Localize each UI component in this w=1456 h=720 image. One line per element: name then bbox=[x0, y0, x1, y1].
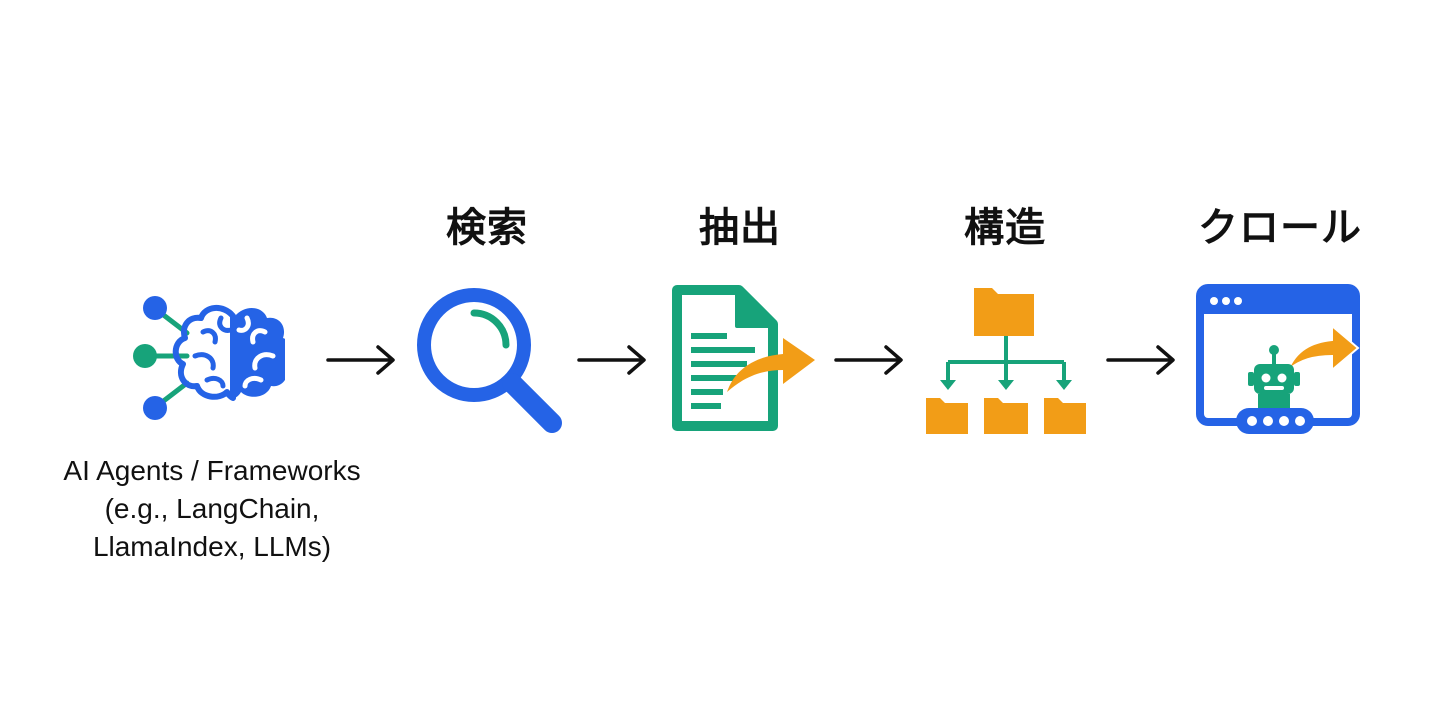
flow-arrow bbox=[326, 345, 395, 375]
source-caption-line: LlamaIndex, LLMs) bbox=[92, 531, 332, 562]
step-label-search: 検索 bbox=[446, 205, 528, 251]
flow-arrow bbox=[834, 345, 903, 375]
flow-arrow bbox=[577, 345, 646, 375]
step-label-structure: 構造 bbox=[964, 205, 1046, 251]
source-caption-line: (e.g., LangChain, bbox=[104, 493, 320, 524]
source-caption: AI Agents / Frameworks (e.g., LangChain,… bbox=[20, 452, 404, 566]
step-label-extract: 抽出 bbox=[699, 205, 781, 251]
browser-robot-icon bbox=[1196, 284, 1360, 434]
brain-network-icon bbox=[133, 296, 285, 420]
source-caption-line: AI Agents / Frameworks bbox=[63, 455, 361, 486]
step-label-crawl: クロール bbox=[1198, 205, 1362, 251]
flow-arrow bbox=[1106, 345, 1175, 375]
document-export-icon bbox=[672, 285, 815, 431]
folder-tree-icon bbox=[926, 288, 1086, 434]
magnifier-icon bbox=[417, 288, 562, 433]
